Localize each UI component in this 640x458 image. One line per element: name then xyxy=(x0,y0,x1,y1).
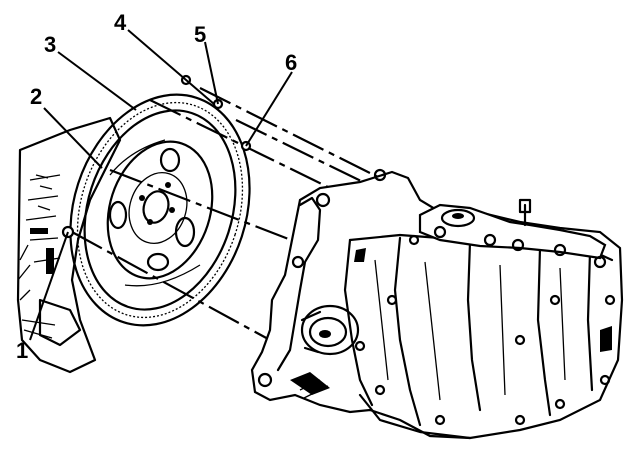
callout-2: 2 xyxy=(30,84,42,109)
callout-1: 1 xyxy=(16,338,28,363)
callout-5: 5 xyxy=(194,22,206,47)
leader-6 xyxy=(245,71,293,147)
transaxle-housing xyxy=(250,168,624,440)
leader-1 xyxy=(29,231,69,341)
callout-6: 6 xyxy=(285,50,297,75)
callout-4: 4 xyxy=(114,10,127,35)
callout-leaders xyxy=(29,29,293,341)
callout-3: 3 xyxy=(44,32,56,57)
leader-2 xyxy=(43,107,103,169)
engine-block xyxy=(16,116,122,374)
flexplate xyxy=(69,93,251,327)
leader-3 xyxy=(57,51,137,111)
leader-4 xyxy=(127,29,215,105)
leader-5 xyxy=(204,41,219,105)
callout-labels: 1 2 3 4 5 6 xyxy=(16,10,297,363)
